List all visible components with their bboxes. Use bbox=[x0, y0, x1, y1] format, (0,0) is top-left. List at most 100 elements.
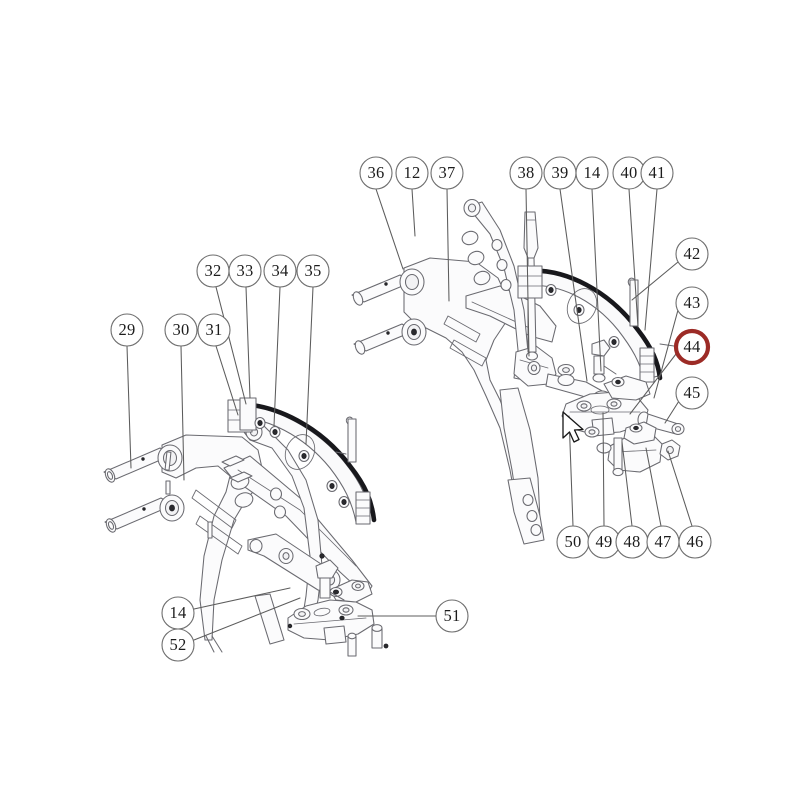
leader-line-36 bbox=[375, 188, 404, 270]
callout-circle[interactable] bbox=[110, 313, 144, 347]
callout-c33[interactable]: 33 bbox=[228, 254, 262, 288]
callout-c35[interactable]: 35 bbox=[296, 254, 330, 288]
leader-line-14 bbox=[193, 587, 291, 610]
callout-c49[interactable]: 49 bbox=[587, 525, 621, 559]
leader-line-40 bbox=[628, 188, 639, 328]
callout-label: 39 bbox=[552, 163, 569, 182]
callout-label: 37 bbox=[439, 163, 456, 182]
leader-line-44 bbox=[629, 353, 677, 415]
leader-line-45 bbox=[664, 400, 680, 424]
callout-label: 33 bbox=[237, 261, 254, 280]
callout-c39[interactable]: 39 bbox=[543, 156, 577, 190]
callout-circle[interactable] bbox=[675, 376, 709, 410]
part-center-frame-assembly bbox=[351, 198, 613, 545]
callout-c47[interactable]: 47 bbox=[646, 525, 680, 559]
leader-line-14 bbox=[591, 188, 602, 372]
callout-c38[interactable]: 38 bbox=[509, 156, 543, 190]
callout-c46[interactable]: 46 bbox=[678, 525, 712, 559]
callout-label: 12 bbox=[404, 163, 421, 182]
callout-c52[interactable]: 52 bbox=[161, 628, 195, 662]
callout-c42[interactable]: 42 bbox=[675, 237, 709, 271]
leader-line-52 bbox=[193, 597, 301, 641]
callout-circle[interactable] bbox=[395, 156, 429, 190]
leader-line-50 bbox=[568, 415, 574, 527]
callout-circle[interactable] bbox=[435, 599, 469, 633]
leader-line-12 bbox=[411, 188, 416, 237]
leader-line-38 bbox=[525, 188, 530, 357]
callout-c14t[interactable]: 14 bbox=[575, 156, 609, 190]
callout-c44[interactable]: 44 bbox=[673, 328, 711, 366]
callout-c40[interactable]: 40 bbox=[612, 156, 646, 190]
callout-c48[interactable]: 48 bbox=[615, 525, 649, 559]
leader-line-34 bbox=[273, 286, 281, 427]
callout-c37[interactable]: 37 bbox=[430, 156, 464, 190]
callout-label: 14 bbox=[170, 603, 187, 622]
callout-c50[interactable]: 50 bbox=[556, 525, 590, 559]
callout-circle[interactable] bbox=[675, 237, 709, 271]
leader-line-37 bbox=[446, 188, 450, 302]
callout-circle[interactable] bbox=[228, 254, 262, 288]
part-center-pin-rod-upper bbox=[351, 274, 413, 306]
callout-c34[interactable]: 34 bbox=[263, 254, 297, 288]
callout-c36[interactable]: 36 bbox=[359, 156, 393, 190]
callout-c32[interactable]: 32 bbox=[196, 254, 230, 288]
callout-c12[interactable]: 12 bbox=[395, 156, 429, 190]
leader-line-41 bbox=[644, 188, 658, 331]
callout-c14b[interactable]: 14 bbox=[161, 596, 195, 630]
callout-circle[interactable] bbox=[161, 628, 195, 662]
callout-label: 47 bbox=[655, 532, 672, 551]
callout-label: 36 bbox=[368, 163, 385, 182]
callout-circle[interactable] bbox=[263, 254, 297, 288]
leader-line-48 bbox=[621, 441, 633, 527]
callout-circle-highlighted[interactable] bbox=[673, 328, 711, 366]
callout-c29[interactable]: 29 bbox=[110, 313, 144, 347]
callout-c43[interactable]: 43 bbox=[675, 286, 709, 320]
callout-c31[interactable]: 31 bbox=[197, 313, 231, 347]
callout-label: 51 bbox=[444, 606, 461, 625]
callout-c45[interactable]: 45 bbox=[675, 376, 709, 410]
callout-label: 42 bbox=[684, 244, 701, 263]
callout-circle[interactable] bbox=[509, 156, 543, 190]
part-left-pin-rod-upper bbox=[103, 447, 173, 483]
callout-circle[interactable] bbox=[197, 313, 231, 347]
callout-label: 31 bbox=[206, 320, 223, 339]
callout-label: 34 bbox=[272, 261, 289, 280]
callout-c41[interactable]: 41 bbox=[640, 156, 674, 190]
callout-label: 41 bbox=[649, 163, 666, 182]
callout-circle[interactable] bbox=[164, 313, 198, 347]
callout-circle[interactable] bbox=[640, 156, 674, 190]
leader-line-30 bbox=[180, 345, 185, 481]
leader-line-32 bbox=[215, 286, 247, 405]
callout-leader-lines bbox=[126, 188, 693, 641]
callout-label: 48 bbox=[624, 532, 641, 551]
callout-circle[interactable] bbox=[678, 525, 712, 559]
callout-circle[interactable] bbox=[359, 156, 393, 190]
part-latch-bracket-bottom bbox=[287, 553, 389, 657]
callout-label: 43 bbox=[684, 293, 701, 312]
callout-c51[interactable]: 51 bbox=[435, 599, 469, 633]
callout-label: 38 bbox=[518, 163, 535, 182]
callout-circle[interactable] bbox=[575, 156, 609, 190]
callout-c30[interactable]: 30 bbox=[164, 313, 198, 347]
mouse-pointer-icon bbox=[562, 411, 584, 443]
callout-circle[interactable] bbox=[296, 254, 330, 288]
leader-line-31 bbox=[215, 345, 239, 416]
callout-circle[interactable] bbox=[430, 156, 464, 190]
callout-label: 44 bbox=[684, 337, 701, 356]
callout-label: 49 bbox=[596, 532, 613, 551]
leader-line-49 bbox=[602, 412, 605, 527]
leader-line-39 bbox=[559, 188, 588, 382]
part-pivot-bracket-lower bbox=[584, 421, 681, 477]
callout-label: 35 bbox=[305, 261, 322, 280]
part-left-boom-assembly bbox=[103, 422, 373, 653]
callout-label: 46 bbox=[687, 532, 704, 551]
callout-label: 52 bbox=[170, 635, 187, 654]
leader-line-42 bbox=[631, 261, 679, 301]
leader-line-46 bbox=[667, 450, 693, 527]
part-left-rops-curved-bar bbox=[227, 397, 377, 525]
callout-circle[interactable] bbox=[675, 286, 709, 320]
callout-label: 45 bbox=[684, 383, 701, 402]
